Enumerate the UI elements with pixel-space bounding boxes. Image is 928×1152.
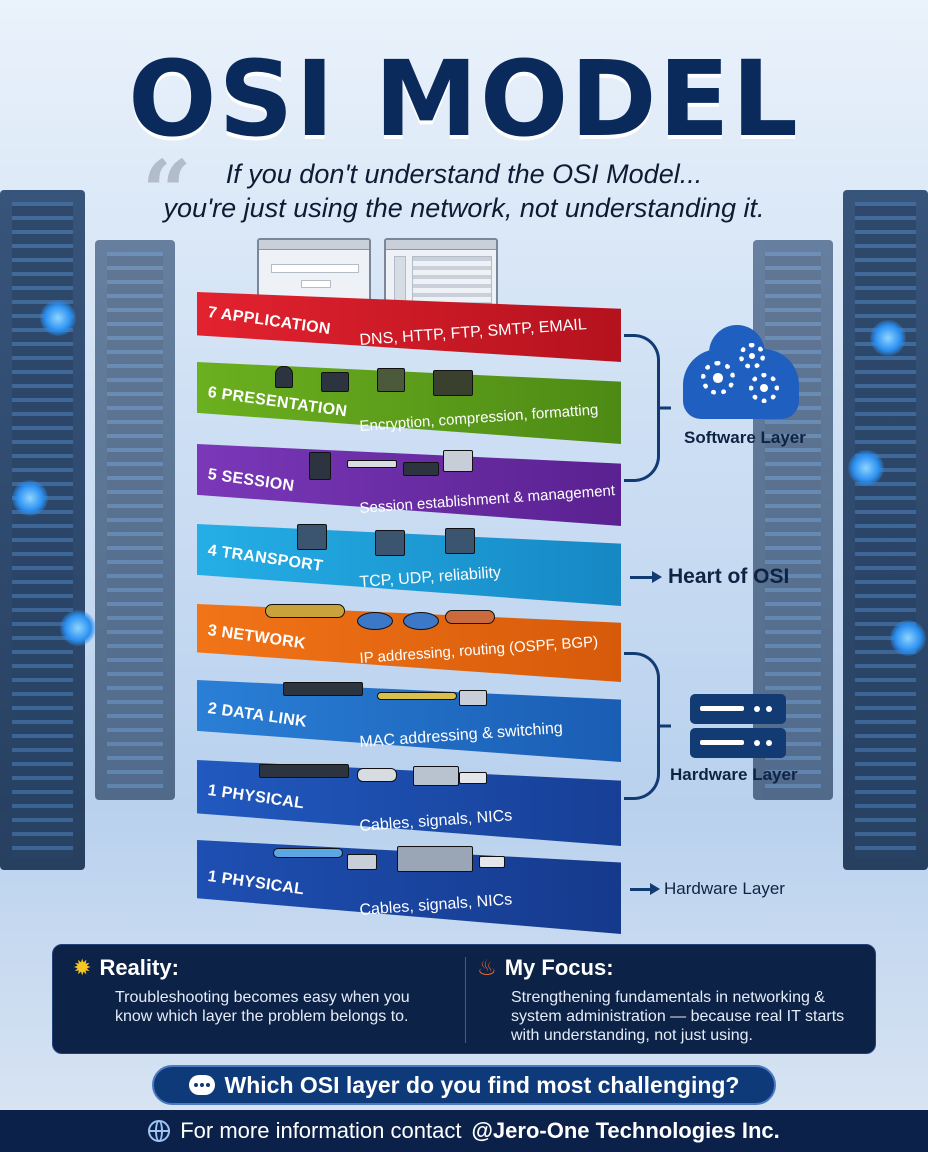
server-rack-left	[0, 190, 85, 870]
usb-icon	[459, 772, 487, 784]
connector-icon	[357, 768, 397, 782]
connection-icon	[347, 460, 397, 468]
connector-icon	[347, 854, 377, 870]
archive-icon	[433, 370, 473, 396]
chat-bubble-icon	[188, 1075, 215, 1095]
document-icon	[377, 368, 405, 392]
hardware-layer-label-2: Hardware Layer	[664, 879, 785, 898]
server-icon	[690, 694, 786, 724]
usb-icon	[479, 856, 505, 868]
layer-physical-base: 1 Physical Cables, signals, NICs	[197, 840, 621, 934]
layer-presentation: 6 Presentation Encryption, compression, …	[197, 362, 621, 444]
page-title: OSI MODEL	[128, 38, 800, 160]
arrow-icon	[630, 883, 660, 895]
lightbulb-icon: ✹	[73, 955, 92, 980]
device-icon	[403, 462, 439, 476]
globe-icon	[148, 1120, 171, 1142]
glow-light	[12, 480, 48, 516]
server-icon	[375, 530, 405, 556]
hardware-layer-label: Hardware Layer	[670, 765, 798, 784]
quote-line-1: If you don't understand the OSI Model...	[225, 159, 703, 189]
server-icon	[690, 728, 786, 758]
hardware-brace	[624, 652, 660, 800]
glow-light	[40, 300, 76, 336]
server-rack-right	[843, 190, 928, 870]
layer-network: 3 Network IP addressing, routing (OSPF, …	[197, 604, 621, 682]
cable-icon	[377, 692, 457, 700]
router-icon	[403, 612, 439, 630]
layer-data-link: 2 Data Link MAC addressing & switching	[197, 680, 621, 762]
glow-light	[60, 610, 96, 646]
fire-icon: ♨	[477, 955, 497, 980]
reality-section: ✹ Reality: Troubleshooting becomes easy …	[73, 955, 443, 1026]
quote-icon: “	[142, 142, 192, 243]
software-layer-label: Software Layer	[684, 428, 806, 447]
gear-icon	[739, 343, 765, 369]
router-icon	[357, 612, 393, 630]
connector-icon	[459, 690, 487, 706]
question-text: Which OSI layer do you find most challen…	[224, 1071, 740, 1098]
server-rack-left-back	[95, 240, 175, 800]
layer-transport: 4 Transport TCP, UDP, reliability	[197, 524, 621, 606]
focus-section: ♨ My Focus: Strengthening fundamentals i…	[477, 955, 867, 1045]
layer-physical: 1 Physical Cables, signals, NICs	[197, 760, 621, 846]
app-window-icon	[384, 238, 498, 310]
glow-light	[848, 450, 884, 486]
footer-prefix: For more information contact	[180, 1118, 462, 1143]
key-lock-icon	[321, 372, 349, 392]
cloud-gears-icon	[683, 325, 799, 419]
laptop-icon	[443, 450, 473, 472]
focus-body: Strengthening fundamentals in networking…	[511, 989, 845, 1044]
company-link[interactable]: @Jero-One Technologies Inc.	[471, 1118, 780, 1143]
server-icon	[309, 452, 331, 480]
quote-line-2: you're just using the network, not under…	[163, 193, 765, 223]
cable-icon	[445, 610, 495, 624]
nic-icon	[413, 766, 459, 786]
focus-heading: My Focus:	[504, 955, 614, 980]
switch-icon	[283, 682, 363, 696]
layer-session: 5 Session Session establishment & manage…	[197, 444, 621, 526]
device-icon	[259, 764, 349, 778]
gear-icon	[749, 373, 779, 403]
reality-body: Troubleshooting becomes easy when you kn…	[115, 989, 410, 1025]
info-panel: ✹ Reality: Troubleshooting becomes easy …	[52, 944, 876, 1054]
server-icon	[297, 524, 327, 550]
glow-light	[870, 320, 906, 356]
server-icon	[445, 528, 475, 554]
glow-light	[890, 620, 926, 656]
cable-icon	[265, 604, 345, 618]
arrow-icon	[630, 571, 662, 583]
cable-icon	[273, 848, 343, 858]
reality-heading: Reality:	[99, 955, 179, 980]
heart-of-osi-label: Heart of OSI	[668, 565, 790, 588]
nic-card-icon	[397, 846, 473, 872]
layer-application: 7 Application DNS, HTTP, FTP, SMTP, EMAI…	[197, 292, 621, 362]
footer: For more information contact @Jero-One T…	[0, 1110, 928, 1152]
panel-divider	[465, 957, 466, 1043]
software-brace	[624, 334, 660, 482]
quote: If you don't understand the OSI Model...…	[0, 157, 928, 225]
question-banner: Which OSI layer do you find most challen…	[152, 1065, 776, 1105]
lock-icon	[275, 366, 293, 388]
gear-icon	[701, 361, 735, 395]
